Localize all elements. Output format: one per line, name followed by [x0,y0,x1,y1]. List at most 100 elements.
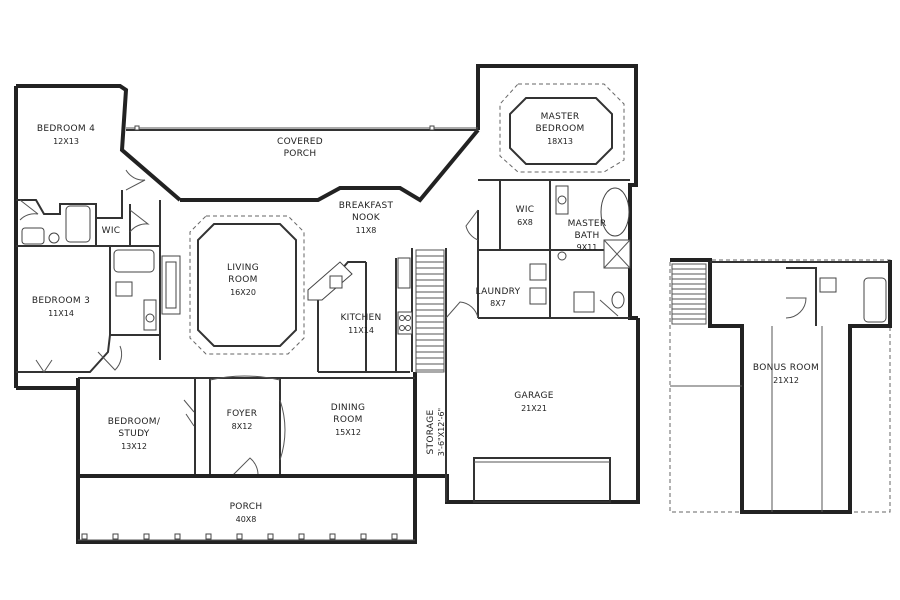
room-size: 11X14 [348,326,374,335]
room-size: 13X12 [121,442,147,451]
room-name: BREAKFAST [339,201,394,211]
porch-post [429,125,435,131]
door-swing [183,399,195,427]
room-name: STORAGE [426,410,436,455]
room-size: 11X8 [356,226,377,235]
living-tray-ceiling [197,223,297,347]
room-name: BEDROOM 4 [37,124,95,134]
room-name: WIC [516,205,535,215]
porch-post [112,533,119,540]
cabinet [115,281,133,297]
porch-post [81,533,88,540]
stair-main [415,249,445,373]
wall-rear-porch [180,128,480,203]
porch-post [360,533,367,540]
bonus-bath-wall [786,267,817,326]
porch-post [298,533,305,540]
burner [399,325,405,331]
room-name: BEDROOM/ [108,417,161,427]
room-name: BEDROOM 3 [32,296,90,306]
burner [405,325,411,331]
shower-mark [603,239,631,269]
washer [529,263,547,281]
toilet [48,232,60,244]
refrigerator [397,257,411,289]
room-size: 11X14 [48,309,74,318]
room-size: 21X21 [521,404,547,413]
porch-post [236,533,243,540]
sink [145,313,155,323]
range [397,311,413,335]
wall-bedroom4-bottom [16,190,123,219]
room-name: NOOK [352,213,381,223]
room-size: 3'-6"X12'-6" [437,408,446,456]
room-size: 8X7 [490,299,506,308]
room-name: FOYER [227,409,258,419]
door-swing [125,169,146,191]
room-name: DINING [331,403,365,413]
sink [329,275,343,289]
room-labels: BEDROOM 4 12X13 COVERED PORCH MASTER BED… [32,112,819,524]
garden-tub [600,187,630,237]
room-size: 18X13 [547,137,573,146]
room-name: GARAGE [514,391,553,401]
porch-post [174,533,181,540]
bonus-room-plan [669,258,892,514]
burner [405,315,411,321]
room-name: PORCH [284,149,317,159]
covered-porch-outline [126,125,478,131]
sink [573,291,595,313]
room-name: STUDY [118,429,149,439]
door-swing [785,297,807,319]
front-porch [76,474,417,544]
room-name: BATH [574,231,599,241]
room-name: BONUS ROOM [753,363,819,373]
front-door [231,457,259,477]
fireplace-hearth [165,261,177,309]
door-swing [19,199,39,221]
door-swing [129,209,150,233]
garage-door [473,457,611,503]
room-size: 16X20 [230,288,256,297]
sink [557,251,567,261]
door-swing [445,301,479,319]
room-name: KITCHEN [340,313,381,323]
porch-post [267,533,274,540]
toilet [611,291,625,309]
room-size: 8X12 [232,422,253,431]
burner [399,315,405,321]
room-size: 9X11 [577,243,598,252]
garage-door-outline [473,457,611,503]
door-swing [35,359,53,373]
room-name: ROOM [333,415,362,425]
porch-post [205,533,212,540]
porch-post [329,533,336,540]
sink [819,277,837,293]
stair-bonus [671,263,707,325]
bonus-attic-outline [669,259,891,513]
dryer [529,287,547,305]
room-size: 6X8 [517,218,533,227]
master-tray-outline [499,83,625,173]
room-name: COVERED [277,137,323,147]
doors [19,169,619,477]
room-name: LIVING [227,263,259,273]
room-size: 21X12 [773,376,799,385]
room-name: ROOM [228,275,257,285]
room-name: BEDROOM [535,124,584,134]
bonus-walls [670,258,892,514]
door-swing [97,345,123,371]
porch-posts [81,533,398,540]
room-size: 40X8 [236,515,257,524]
porch-post [134,125,140,131]
room-size: 12X13 [53,137,79,146]
porch-post [391,533,398,540]
room-name: MASTER [568,219,607,229]
room-name: MASTER [541,112,580,122]
room-name: PORCH [230,502,263,512]
room-name: WIC [102,226,121,236]
storage-label-group: STORAGE 3'-6"X12'-6" [426,408,446,456]
stair-frame [415,249,445,373]
bathtub [65,205,91,243]
